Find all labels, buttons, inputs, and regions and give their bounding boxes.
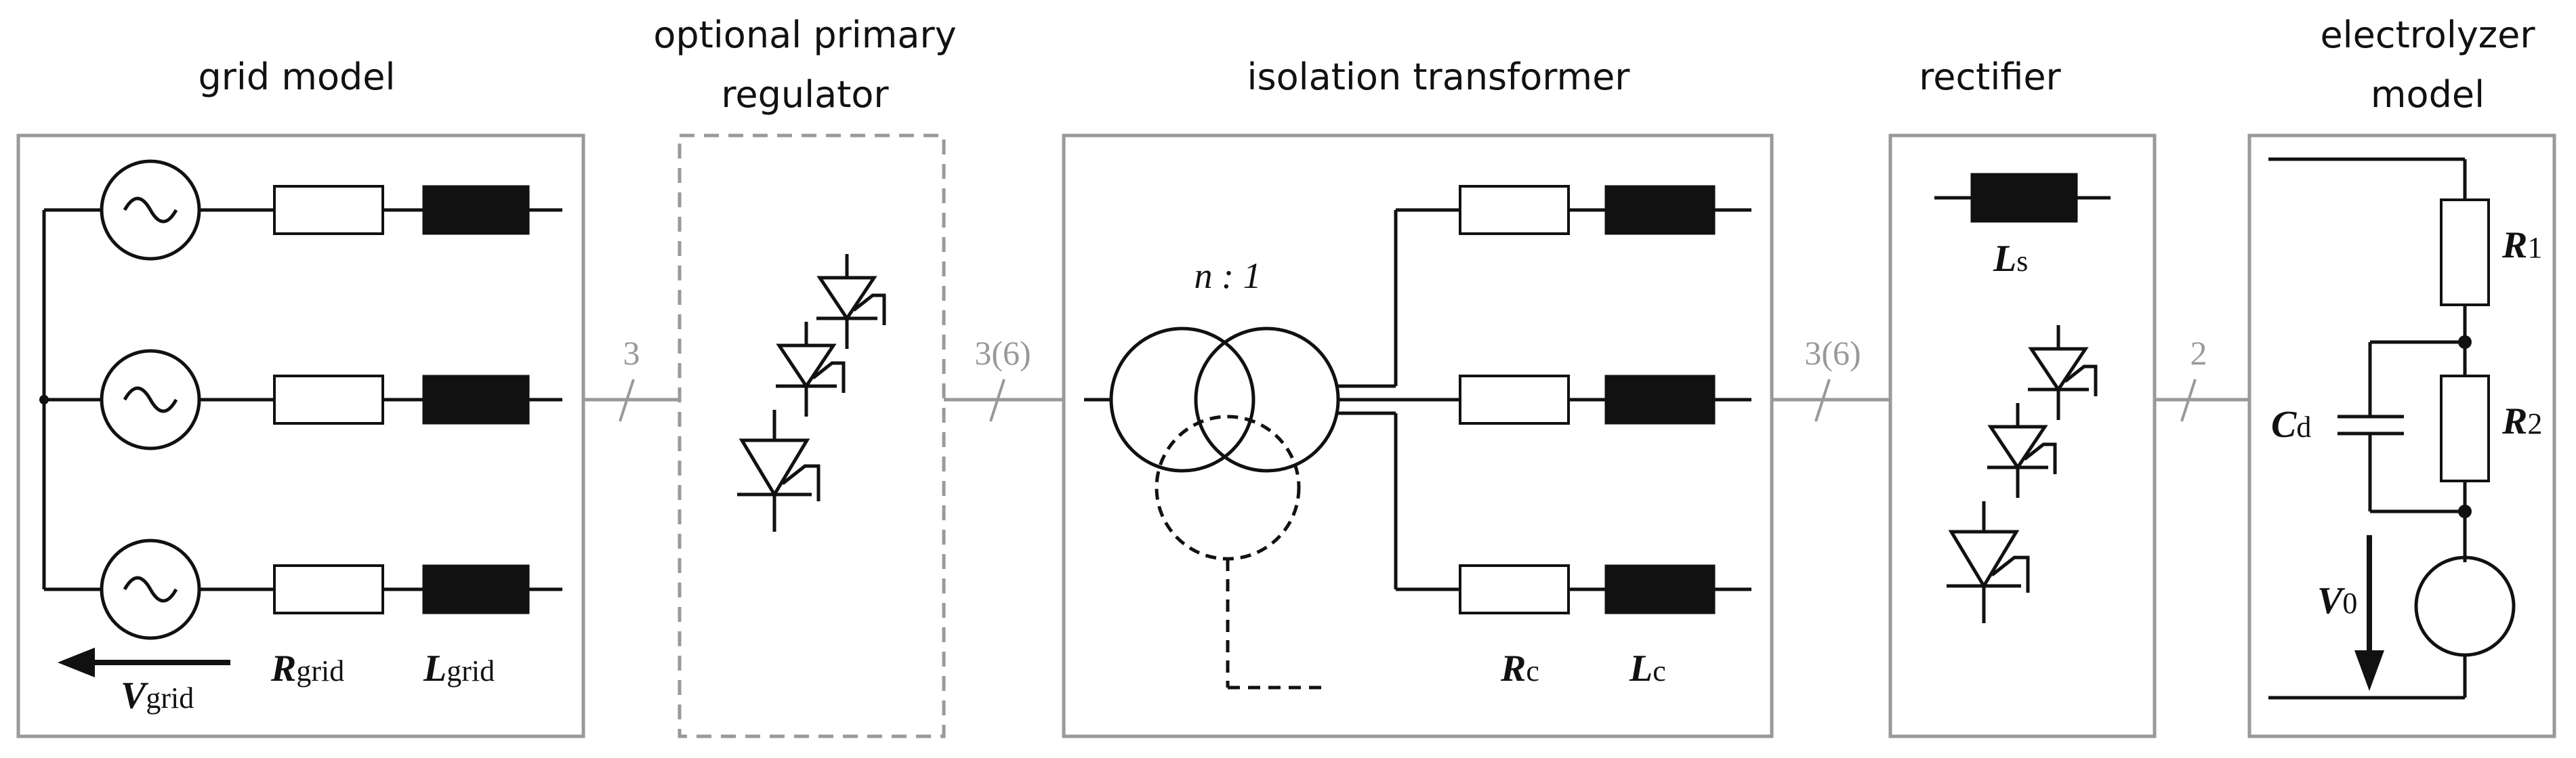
grid-circuit: Rgrid Lgrid Vgrid [39,159,562,717]
resistor-icon [273,375,384,425]
phase-2 [44,349,562,450]
bus-regulator-to-transformer: 3(6) [944,334,1064,422]
regulator-block [678,133,946,738]
label-l-c: Lc [1629,648,1666,690]
label-r-c: Rc [1500,648,1539,690]
thyristor-icon [816,254,884,349]
electrolyzer-title-line2: model [2371,73,2485,116]
inductor-icon [422,185,530,235]
inductor-icon [1604,375,1716,425]
bus-label-3-6-a: 3(6) [974,334,1031,372]
label-l-grid: Lgrid [423,648,495,690]
electrolyzer-block [2247,133,2556,738]
transformer-title: isolation transformer [1247,56,1630,98]
resistor-r1-icon [2440,198,2490,306]
thyristor-icon [1987,403,2055,498]
regulator-thyristors [737,254,884,532]
output-phase-3 [1396,564,1751,614]
bus-transformer-to-rectifier: 3(6) [1772,334,1890,422]
inductor-icon [422,375,530,425]
inductor-icon [422,564,530,614]
tertiary-winding-icon [1155,415,1301,561]
inductor-icon [1604,185,1716,235]
bus-grid-to-regulator: 3 [583,334,680,422]
rectifier-block [1888,133,2157,738]
transformer-block [1062,133,1774,738]
resistor-icon [1459,185,1570,235]
phase-1 [44,159,562,261]
output-phase-2 [1459,375,1751,425]
label-l-s: Ls [1993,238,2028,280]
thyristor-icon [776,322,844,417]
primary-winding-icon [1109,327,1255,473]
secondary-winding-icon [1194,327,1340,473]
bus-rectifier-to-electrolyzer: 2 [2155,334,2249,422]
smoothing-inductor-icon [1970,173,2078,223]
turns-ratio-label: n : 1 [1194,255,1262,296]
phase-3 [44,539,562,640]
rectifier-circuit: Ls [1934,173,2111,623]
v-grid-arrow [58,648,230,677]
grid-model-block [16,133,585,738]
voltage-source-icon [2414,555,2516,657]
label-v-grid: Vgrid [121,675,194,717]
inductor-icon [1604,564,1716,614]
thyristor-icon [1947,501,2028,623]
label-cd: Cd [2271,404,2311,446]
bus-label-2: 2 [2190,334,2207,372]
resistor-icon [1459,564,1570,614]
regulator-title-line2: regulator [721,73,889,116]
electrolyzer-title-line1: electrolyzer [2320,14,2535,56]
electrolyzer-circuit: R1 R2 Cd V0 [2268,157,2542,700]
resistor-icon [273,564,384,614]
label-r2: R2 [2501,400,2542,442]
bus-label-3-6-b: 3(6) [1804,334,1861,372]
resistor-icon [273,185,384,235]
label-r-grid: Rgrid [270,648,344,690]
label-v0: V0 [2317,580,2357,622]
bus-label-3: 3 [623,334,640,372]
regulator-title-line1: optional primary [653,14,956,56]
output-phase-1 [1396,185,1751,235]
grid-model-title: grid model [198,56,395,98]
resistor-r2-icon [2440,375,2490,482]
thyristor-icon [737,410,818,532]
transformer-circuit: n : 1 Rc Lc [1084,185,1751,690]
resistor-icon [1459,375,1570,425]
label-r1: R1 [2501,224,2542,266]
rectifier-title: rectifier [1919,56,2061,98]
thyristor-icon [2028,325,2096,420]
